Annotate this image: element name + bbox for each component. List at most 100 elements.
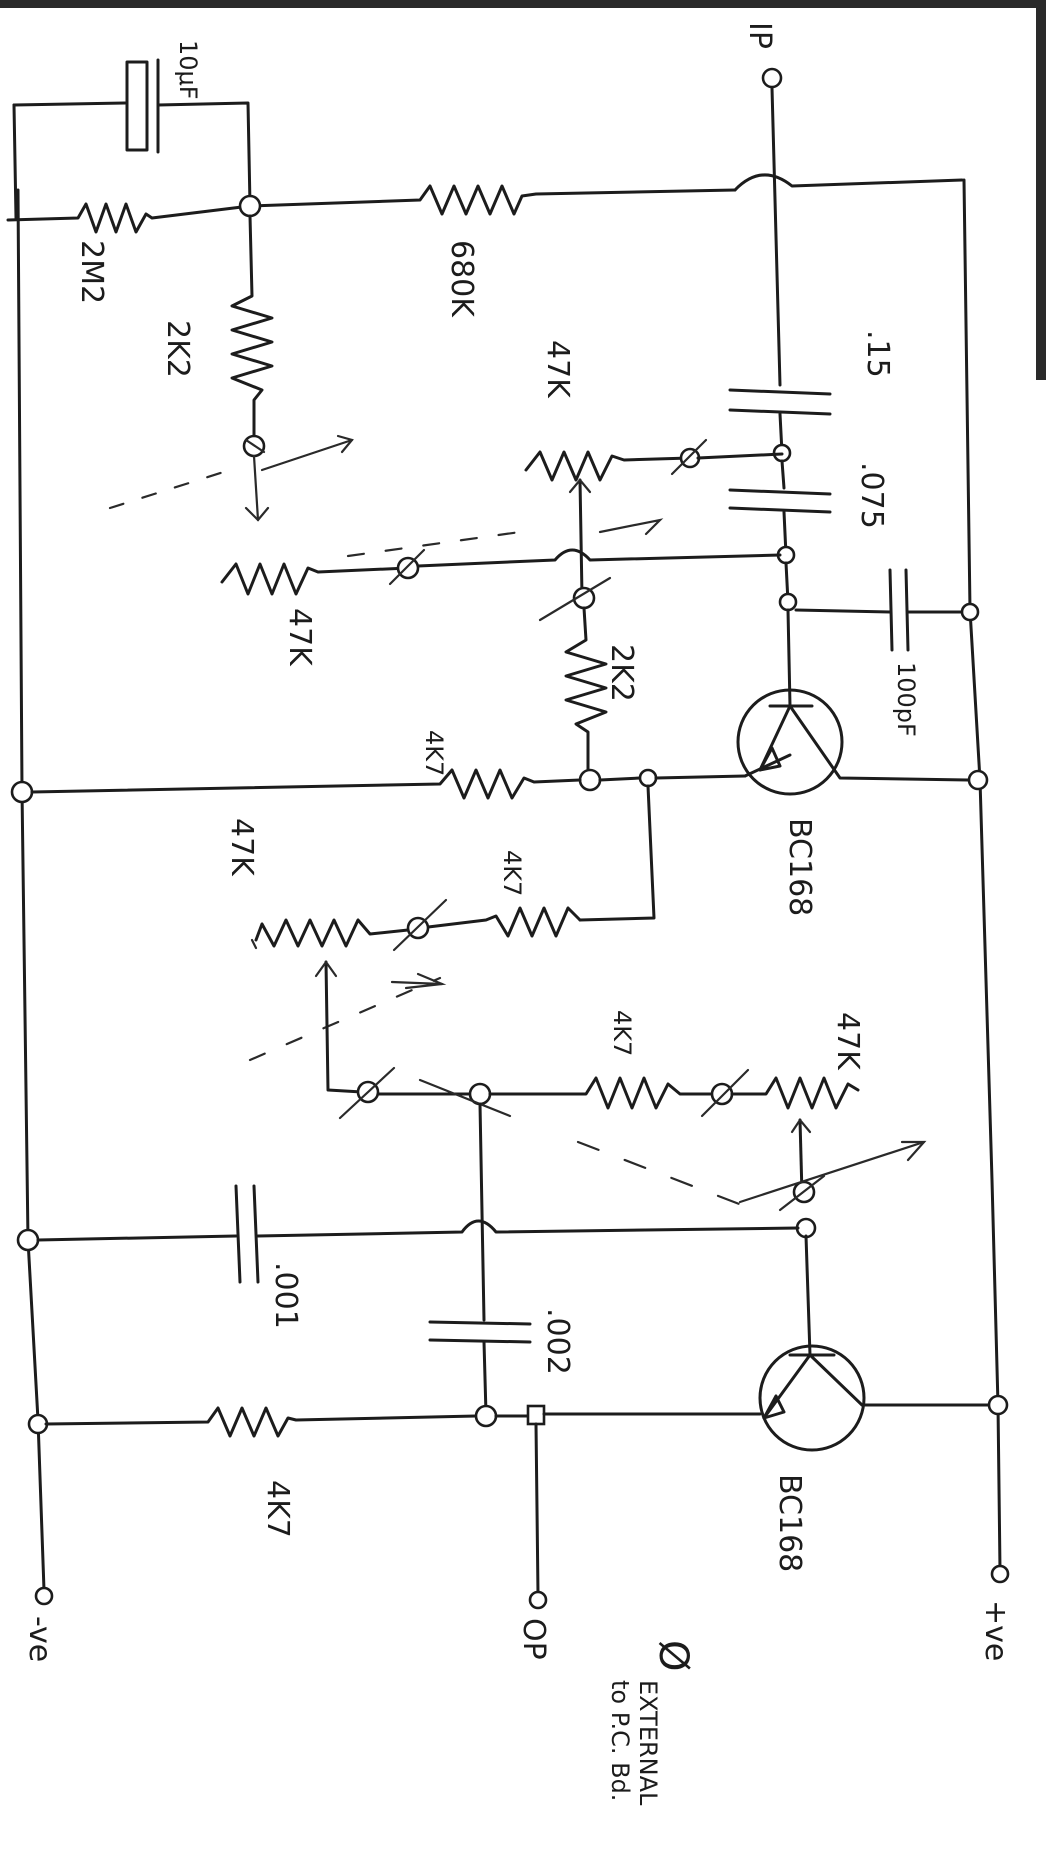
node xyxy=(778,592,798,612)
note-line-2: to P.C. Bd. xyxy=(606,1680,634,1801)
capacitor-10uF-plate-a xyxy=(125,60,149,152)
resistor-4k7-c xyxy=(488,1076,716,1110)
resistor-47k-c xyxy=(254,918,410,948)
wire-output xyxy=(534,1422,540,1596)
resistor-2m2 xyxy=(6,202,252,234)
label-resistor-2k2-mid: 2K2 xyxy=(604,644,639,702)
resistor-2k2-upper xyxy=(230,214,274,442)
capacitor-100pf-plate-b xyxy=(904,568,910,652)
wiper-slash xyxy=(670,438,708,476)
label-capacitor-075: .075 xyxy=(854,462,889,529)
label-resistor-47k-c: 47K xyxy=(224,818,259,877)
resistor-47k-d xyxy=(730,1076,860,1110)
adjust-arrowhead xyxy=(598,518,664,536)
capacitor-002-plate-b xyxy=(428,1338,532,1344)
adjust-arrow xyxy=(738,1140,926,1204)
resistor-47k-b xyxy=(524,450,692,482)
node xyxy=(795,1217,817,1239)
node xyxy=(578,768,602,792)
dashed-link xyxy=(248,976,442,1062)
wire xyxy=(12,101,127,107)
wiper-arrow xyxy=(568,478,592,494)
transistor-q2-arrow xyxy=(762,1394,786,1420)
wire xyxy=(478,1102,486,1322)
wire xyxy=(36,1234,238,1242)
resistor-4k7-bottom xyxy=(44,1406,478,1438)
node xyxy=(27,1413,49,1435)
wire-input xyxy=(770,86,782,387)
wire-base-q1 xyxy=(654,774,747,780)
tick xyxy=(418,1078,512,1118)
wiper-node xyxy=(710,1082,734,1106)
wiper-arrow xyxy=(314,960,338,978)
negative-terminal xyxy=(34,1586,54,1606)
label-capacitor-002: .002 xyxy=(540,1308,575,1375)
node xyxy=(967,769,989,791)
resistor-47k-a xyxy=(220,562,410,596)
resistor-4k7-a xyxy=(30,768,582,800)
label-resistor-4k7-a: 4K7 xyxy=(420,730,448,776)
resistor-680k xyxy=(248,184,737,216)
label-resistor-47k-b: 47K xyxy=(540,340,575,399)
wiper-arrow xyxy=(790,1118,812,1134)
node xyxy=(16,1228,40,1252)
wire xyxy=(598,776,642,782)
resistor-2k2-mid xyxy=(564,606,608,772)
note-line-1: EXTERNAL xyxy=(634,1680,662,1806)
wire xyxy=(578,478,584,598)
capacitor-001-plate-b xyxy=(252,1184,260,1284)
label-resistor-4k7-b: 4K7 xyxy=(498,850,526,896)
dashed-link xyxy=(346,530,522,558)
label-resistor-2k2-upper: 2K2 xyxy=(160,320,195,378)
label-positive-supply: +ve xyxy=(978,1600,1013,1661)
label-capacitor-100pf: 100pF xyxy=(892,662,920,737)
label-resistor-47k-d: 47K xyxy=(830,1012,865,1071)
adjust-arrowhead xyxy=(404,972,447,990)
capacitor-015-plate-a xyxy=(728,388,832,396)
scan-edge xyxy=(0,0,1046,8)
wire xyxy=(12,103,18,220)
label-negative-supply: -ve xyxy=(22,1616,57,1662)
adjust-arrow xyxy=(390,980,444,986)
label-resistor-4k7-c: 4K7 xyxy=(608,1010,636,1056)
wiper-node xyxy=(396,556,420,580)
adjust-arrowhead xyxy=(336,434,354,454)
node xyxy=(987,1394,1009,1416)
adjust-arrow xyxy=(260,438,354,472)
wire xyxy=(250,938,258,950)
capacitor-001-plate-a xyxy=(234,1184,242,1284)
wiper-slash xyxy=(244,438,266,454)
node xyxy=(960,602,980,622)
wiper-slash xyxy=(538,576,612,622)
capacitor-100pf-plate-a xyxy=(888,568,894,652)
node xyxy=(238,194,262,218)
wiper-arrow xyxy=(244,506,270,522)
label-resistor-47k-a: 47K xyxy=(282,608,317,667)
label-input: IP xyxy=(742,22,777,49)
transistor-q2-leads xyxy=(762,1353,990,1420)
wiper-slash xyxy=(392,898,448,952)
wiper-slash xyxy=(338,1066,396,1120)
resistor-4k7-b xyxy=(418,906,582,938)
capacitor-075-plate-a xyxy=(728,488,832,496)
wire-crossover xyxy=(733,173,964,192)
wire-collector-q2 xyxy=(804,1234,812,1357)
dashed-link xyxy=(108,468,232,510)
label-capacitor-001: .001 xyxy=(268,1262,303,1329)
label-capacitor-015: .15 xyxy=(860,330,895,378)
positive-rail xyxy=(962,178,1002,1572)
transistor-q2 xyxy=(758,1344,866,1452)
wiper-slash xyxy=(700,1068,750,1118)
wire xyxy=(696,452,784,460)
node xyxy=(10,780,34,804)
wire xyxy=(482,1340,488,1416)
input-terminal xyxy=(761,67,783,89)
label-resistor-4k7-bottom: 4K7 xyxy=(260,1480,295,1538)
wire xyxy=(578,784,656,922)
wire xyxy=(252,454,260,522)
output-pad xyxy=(526,1404,546,1426)
wire xyxy=(794,608,892,614)
wire xyxy=(780,459,786,490)
note-symbol: Ø xyxy=(650,1640,696,1671)
